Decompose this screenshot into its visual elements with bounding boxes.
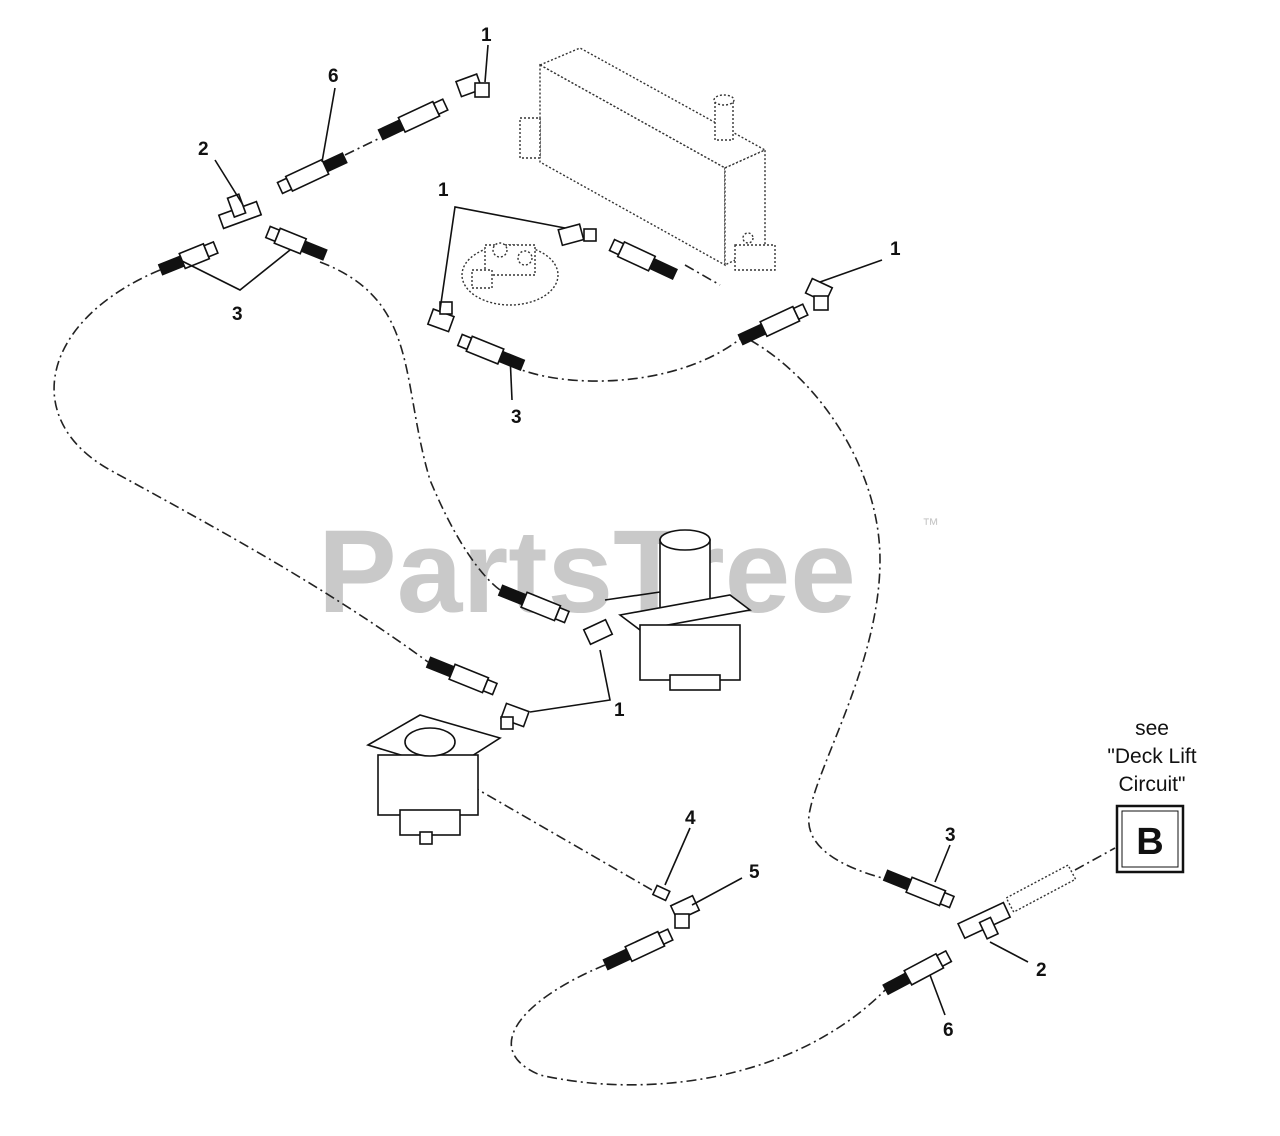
elbow-filter-top xyxy=(557,223,597,247)
hose-right-long xyxy=(749,339,891,881)
deck-lift-note: see "Deck Lift Circuit" xyxy=(1107,717,1196,796)
callout-6-top: 6 xyxy=(328,66,339,87)
elbow-5 xyxy=(669,894,701,929)
note-line-3: Circuit" xyxy=(1119,773,1186,796)
callout-1-right: 1 xyxy=(890,239,901,260)
hose-end-pump xyxy=(497,584,571,624)
hose-filter-right xyxy=(684,264,721,286)
hose-end-6-top xyxy=(276,152,348,195)
callout-5: 5 xyxy=(749,862,760,883)
callout-3-right: 3 xyxy=(945,825,956,846)
filter-head xyxy=(461,242,559,306)
hose-end-valve xyxy=(425,656,499,696)
callout-4: 4 xyxy=(685,808,696,829)
fitting-4 xyxy=(651,884,671,902)
reference-letter: B xyxy=(1136,821,1163,863)
hose-end-to-ref xyxy=(1005,864,1077,914)
callout-3-left: 3 xyxy=(232,304,243,325)
hose-end-6-bottom xyxy=(882,949,953,996)
leader-lines xyxy=(179,44,1029,1016)
hose-top-right-to-cooler xyxy=(344,137,381,156)
hose-end-filter-right xyxy=(608,238,678,281)
callout-1-mid: 1 xyxy=(438,180,449,201)
hose-to-ref-b xyxy=(1074,847,1116,871)
note-line-2: "Deck Lift xyxy=(1107,745,1196,768)
elbow-cooler-right xyxy=(804,277,834,311)
hose-end-3-left-b xyxy=(264,225,328,261)
callout-1-top: 1 xyxy=(481,25,492,46)
callout-2-left: 2 xyxy=(198,139,209,160)
callout-1-bottom: 1 xyxy=(614,700,625,721)
hose-end-3-left-a xyxy=(157,240,219,276)
hose-valve-to-tee xyxy=(469,784,653,891)
hose-end-bottom-left xyxy=(602,928,674,971)
reference-box-b: B xyxy=(1115,804,1185,874)
callout-numbers: 1 6 2 3 1 1 3 1 4 5 3 2 6 xyxy=(198,25,1047,1041)
tee-bottom-right xyxy=(956,901,1012,940)
hose-filter-loop xyxy=(509,334,746,382)
hose-lines xyxy=(53,137,1116,1086)
hydraulic-pump xyxy=(604,529,752,691)
fittings xyxy=(157,73,1077,996)
hose-end-3-mid xyxy=(456,333,526,372)
hose-end-3-right xyxy=(882,869,956,909)
hose-bottom-loop xyxy=(510,964,891,1086)
hose-middle-loop xyxy=(319,261,501,591)
hose-end-cooler-right xyxy=(737,303,809,346)
oil-cooler xyxy=(519,47,776,271)
watermark-text: PartsTree xyxy=(318,506,856,638)
watermark-trademark: ™ xyxy=(922,515,939,534)
callout-3-mid: 3 xyxy=(511,407,522,428)
elbow-pump xyxy=(582,618,614,646)
elbow-top xyxy=(454,73,490,98)
elbow-valve xyxy=(499,702,531,730)
hose-left-loop xyxy=(53,269,429,663)
note-line-1: see xyxy=(1135,717,1169,740)
callout-6-bottom: 6 xyxy=(943,1020,954,1041)
control-valve xyxy=(366,714,502,845)
hose-end-top-left xyxy=(377,98,449,141)
parts-tree-watermark: PartsTree ™ xyxy=(318,506,939,638)
callout-2-right: 2 xyxy=(1036,960,1047,981)
